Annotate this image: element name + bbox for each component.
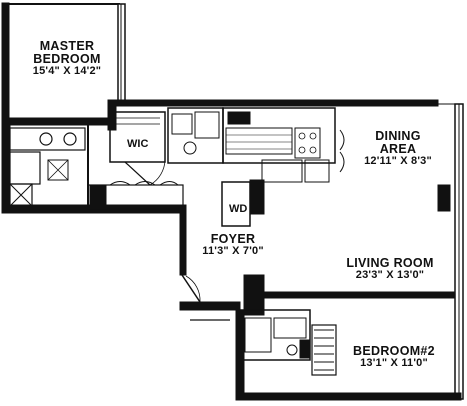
living-room-name: LIVING ROOM [346,256,434,270]
walk-in-closet [109,111,166,163]
bedroom2-name: BEDROOM#2 [353,344,435,358]
master-bedroom-name-2: BEDROOM [33,52,101,67]
sink-icon [39,132,53,146]
bathtub-icon [9,151,41,185]
master-bedroom-name: MASTER [39,39,95,53]
foyer-dims: 11'3" X 7'0" [202,245,264,258]
living-room-dims: 23'3" X 13'0" [355,269,425,282]
master-bedroom-wall-left [1,2,10,124]
foyer-name: FOYER [210,232,256,246]
dining-area-name-2: AREA [379,142,417,157]
bedroom2-dims: 13'1" X 11'0" [360,357,428,370]
dining-area-dims: 12'11" X 8'3" [364,155,432,168]
dining-area-label: DINING AREA 12'11" X 8'3" [348,129,448,168]
wd-label: WD [228,203,249,215]
master-bedroom-label: MASTER BEDROOM 15'4" X 14'2" [12,39,122,78]
living-room-label: LIVING ROOM 23'3" X 13'0" [330,256,450,282]
dining-area-name: DINING [375,129,421,143]
stove-icon [294,127,321,159]
toilet-icon [183,141,197,155]
wic-label: WIC [126,138,150,150]
master-bedroom-dims: 15'4" X 14'2" [32,65,102,78]
toilet-icon [286,344,298,356]
sink-icon [63,132,77,146]
kitchen [222,107,336,164]
foyer-label: FOYER 11'3" X 7'0" [188,232,278,258]
bedroom2-label: BEDROOM#2 13'1" X 11'0" [344,344,444,370]
